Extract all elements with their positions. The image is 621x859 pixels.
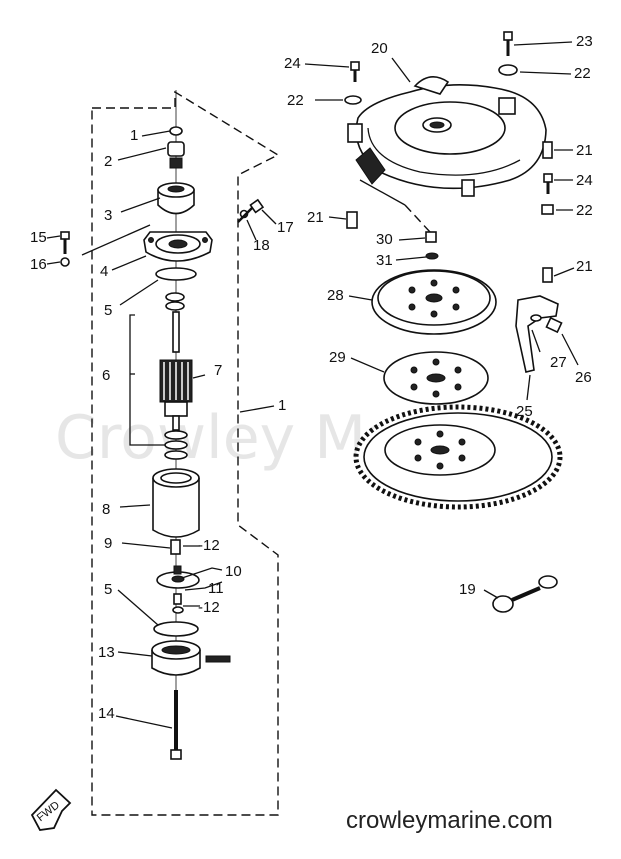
callout-22-top: 22 bbox=[574, 65, 591, 82]
drive-pinion bbox=[157, 182, 195, 215]
callout-8: 8 bbox=[102, 501, 110, 518]
bracket-25 bbox=[515, 267, 563, 373]
bolt-17 bbox=[237, 198, 265, 223]
callout-24-top: 24 bbox=[284, 55, 301, 72]
lower-end-bracket bbox=[151, 640, 231, 676]
armature bbox=[159, 311, 193, 431]
callout-22-right: 22 bbox=[576, 202, 593, 219]
callout-24-right: 24 bbox=[576, 172, 593, 189]
washer-5 bbox=[164, 450, 188, 460]
bolt-24-right bbox=[543, 173, 553, 194]
callout-7: 7 bbox=[214, 362, 222, 379]
o-ring-upper bbox=[155, 267, 197, 281]
callout-27: 27 bbox=[550, 354, 567, 371]
leader-lines bbox=[46, 41, 579, 729]
website-url[interactable]: crowleymarine.com bbox=[346, 807, 553, 834]
callout-13: 13 bbox=[98, 644, 115, 661]
spacer-21-right bbox=[542, 141, 553, 159]
callout-3: 3 bbox=[104, 207, 112, 224]
callout-19: 19 bbox=[459, 581, 476, 598]
callout-14: 14 bbox=[98, 705, 115, 722]
flywheel-washer bbox=[425, 252, 439, 260]
callout-23: 23 bbox=[576, 33, 593, 50]
callout-1-group: 1 bbox=[278, 397, 286, 414]
callout-1: 1 bbox=[130, 127, 138, 144]
callout-15: 15 bbox=[30, 229, 47, 246]
callout-25: 25 bbox=[516, 403, 533, 420]
flywheel bbox=[353, 404, 563, 510]
brush-holder bbox=[156, 565, 200, 589]
starter-yoke bbox=[152, 468, 200, 538]
callout-labels: 1 2 3 4 5 6 7 8 9 10 11 -12 -12 5 13 14 … bbox=[30, 33, 593, 722]
callout-20: 20 bbox=[371, 40, 388, 57]
spacer-21-left bbox=[346, 211, 358, 229]
callout-4: 4 bbox=[100, 263, 108, 280]
callout-26: 26 bbox=[575, 369, 592, 386]
callout-11: 11 bbox=[208, 580, 224, 597]
callout-22-left: 22 bbox=[287, 92, 304, 109]
cover-to-nut-line bbox=[404, 204, 431, 233]
callout-5-lower: 5 bbox=[104, 581, 112, 598]
starter-cap bbox=[169, 126, 183, 136]
washer-22-right bbox=[541, 204, 554, 215]
callout-5-upper: 5 bbox=[104, 302, 112, 319]
bolt-15 bbox=[60, 231, 70, 267]
upper-end-bracket bbox=[143, 231, 213, 262]
pulley-plate bbox=[383, 351, 489, 405]
pinion-stop bbox=[167, 141, 185, 169]
callout-31: 31 bbox=[376, 252, 393, 269]
callout-12-upper: -12 bbox=[198, 537, 220, 554]
callout-29: 29 bbox=[329, 349, 346, 366]
callout-16: 16 bbox=[30, 256, 47, 273]
callout-18: 18 bbox=[253, 237, 270, 254]
bolt-24-top bbox=[350, 61, 360, 82]
brush-spring bbox=[172, 606, 184, 614]
callout-10: 10 bbox=[225, 563, 242, 580]
callout-21-left: 21 bbox=[307, 209, 324, 226]
callout-17: 17 bbox=[277, 219, 294, 236]
washer-22-left bbox=[344, 95, 362, 105]
washer-1 bbox=[165, 292, 185, 302]
callout-21-upper: 21 bbox=[576, 142, 593, 159]
bolt-23 bbox=[503, 31, 513, 56]
washer-2 bbox=[165, 301, 185, 311]
washer-4 bbox=[164, 440, 188, 450]
flywheel-plate bbox=[371, 269, 497, 335]
fwd-direction-badge: FWD bbox=[30, 788, 72, 831]
clip-19 bbox=[492, 575, 558, 613]
brush-upper bbox=[170, 539, 181, 555]
callout-12-lower: -12 bbox=[198, 599, 220, 616]
washer-22-top bbox=[498, 64, 518, 76]
callout-2: 2 bbox=[104, 153, 112, 170]
washer-3 bbox=[164, 430, 188, 440]
callout-9: 9 bbox=[104, 535, 112, 552]
o-ring-lower bbox=[153, 621, 199, 637]
flywheel-nut bbox=[425, 231, 437, 243]
through-bolt bbox=[170, 690, 182, 760]
callout-6: 6 bbox=[102, 367, 110, 384]
callout-21-lower: 21 bbox=[576, 258, 593, 275]
starter-group-border bbox=[91, 90, 280, 816]
callout-28: 28 bbox=[327, 287, 344, 304]
flywheel-cover bbox=[347, 76, 547, 197]
callout-30: 30 bbox=[376, 231, 393, 248]
brush-lower bbox=[173, 593, 182, 605]
